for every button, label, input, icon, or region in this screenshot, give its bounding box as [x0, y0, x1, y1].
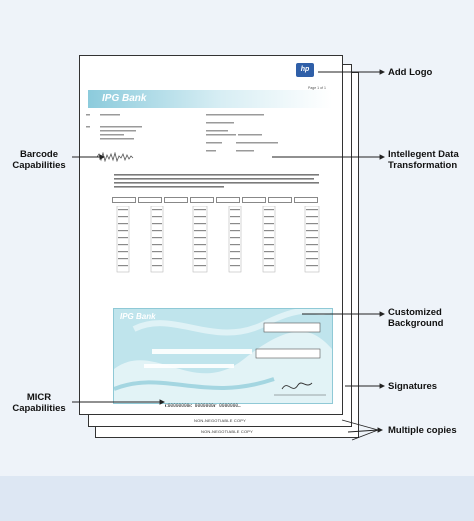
callout-multiple-copies: Multiple copies — [388, 425, 457, 436]
copy-label: NON-NEGOTIABLE COPY — [193, 418, 247, 423]
callout-intelligent-data-transformation: Intellegent Data Transformation — [388, 149, 459, 171]
address-block — [86, 114, 278, 152]
statement-table — [111, 196, 319, 204]
callout-signatures: Signatures — [388, 381, 438, 392]
bank-banner: IPG Bank — [88, 90, 332, 108]
callout-barcode-capabilities: Barcode Capabilities — [12, 149, 66, 171]
callout-micr-capabilities: MICR Capabilities — [12, 392, 66, 414]
hp-logo: hp — [296, 63, 314, 77]
copy-label: NON-NEGOTIABLE COPY — [200, 429, 254, 434]
notice-text — [114, 174, 319, 188]
check-background-pattern — [114, 309, 332, 403]
statement-rows — [116, 206, 320, 273]
table-header-row — [111, 196, 319, 204]
check-bank-name: IPG Bank — [120, 312, 156, 321]
bank-name: IPG Bank — [102, 93, 147, 104]
check-image: IPG Bank — [113, 308, 333, 404]
bottom-band — [0, 476, 474, 521]
barcode — [97, 152, 134, 162]
callout-customized-background: Customized Background — [388, 307, 444, 329]
page-label: Page 1 of 1 — [308, 86, 326, 90]
callout-add-logo: Add Logo — [388, 67, 433, 78]
micr-line: ⑆00000000⑆ 0000000⑈ 0000000⑉ — [165, 404, 241, 409]
